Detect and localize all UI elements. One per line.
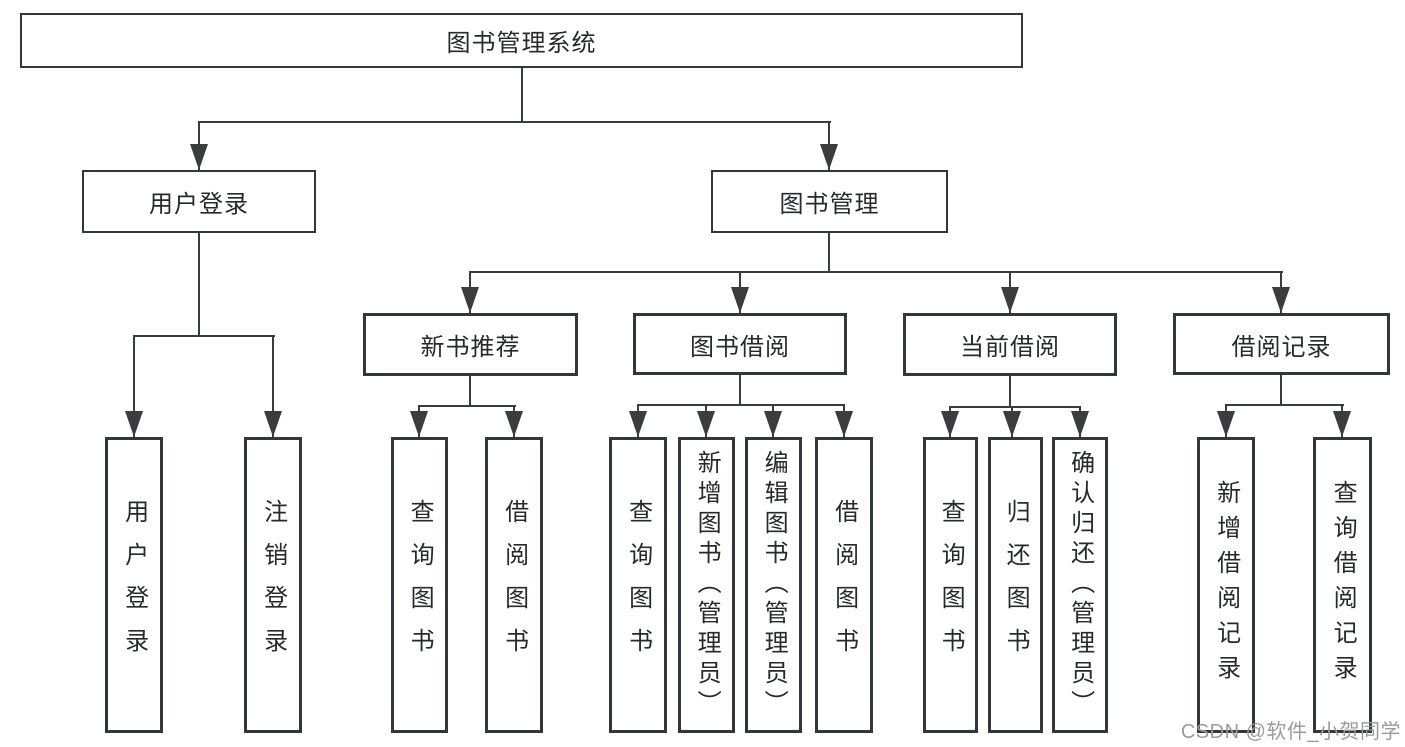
connector-line (1280, 372, 1282, 406)
connector-line (949, 406, 1081, 408)
arrow-down-icon (629, 411, 647, 437)
node-label: 用户登录 (149, 191, 249, 218)
arrow-down-icon (1217, 411, 1235, 437)
arrow-down-icon (1001, 287, 1019, 313)
node-library-management-system: 图书管理系统 (20, 13, 1023, 68)
node-book-management: 图书管理 (711, 170, 948, 233)
node-label: 确认归还（管理员） (1066, 450, 1094, 720)
node-label: 查询借阅记录 (1329, 480, 1357, 690)
node-user-login: 用户登录 (82, 170, 316, 233)
leaf-query-books: 查询图书 (391, 437, 448, 733)
node-label: 查询图书 (624, 499, 652, 671)
connector-line (469, 374, 471, 407)
arrow-down-icon (764, 411, 782, 437)
arrow-down-icon (410, 411, 428, 437)
leaf-user-login: 用户登录 (105, 437, 163, 733)
leaf-add-book-admin: 新增图书（管理员） (678, 437, 735, 733)
arrow-down-icon (941, 411, 959, 437)
node-label: 注销登录 (259, 499, 287, 671)
leaf-add-borrow-record: 新增借阅记录 (1197, 437, 1255, 733)
node-label: 图书管理 (779, 191, 880, 218)
connector-line (198, 231, 200, 337)
node-label: 借阅图书 (500, 499, 528, 671)
node-borrow-records: 借阅记录 (1173, 313, 1390, 375)
connector-line (521, 67, 523, 123)
csdn-watermark: CSDN @软件_小贺同学 (1180, 721, 1401, 743)
node-label: 借阅记录 (1231, 333, 1332, 361)
arrow-down-icon (125, 411, 143, 437)
node-new-book-recommend: 新书推荐 (363, 313, 578, 376)
node-book-borrow: 图书借阅 (633, 313, 847, 375)
connector-line (739, 372, 741, 406)
connector-line (828, 231, 830, 273)
arrow-down-icon (731, 287, 749, 313)
leaf-logout: 注销登录 (244, 437, 302, 733)
node-label: 借阅图书 (830, 499, 858, 671)
leaf-query-books: 查询图书 (923, 437, 978, 733)
node-label: 新增图书（管理员） (693, 450, 721, 720)
node-label: 当前借阅 (960, 334, 1060, 361)
leaf-borrow-books: 借阅图书 (485, 437, 543, 733)
leaf-query-books: 查询图书 (609, 437, 667, 733)
connector-line (133, 335, 275, 337)
arrow-down-icon (264, 411, 282, 437)
arrow-down-icon (1071, 411, 1089, 437)
connector-line (418, 405, 516, 407)
connector-line (637, 404, 845, 406)
connector-line (1225, 404, 1344, 406)
connector-line (1009, 374, 1011, 408)
node-label: 查询图书 (406, 499, 434, 671)
leaf-return-books: 归还图书 (988, 437, 1043, 733)
node-label: 图书借阅 (690, 333, 790, 361)
leaf-borrow-books: 借阅图书 (815, 437, 873, 733)
arrow-down-icon (1333, 411, 1351, 437)
arrow-down-icon (820, 144, 838, 170)
arrow-down-icon (697, 411, 715, 437)
arrow-down-icon (190, 144, 208, 170)
leaf-confirm-return-admin: 确认归还（管理员） (1052, 437, 1108, 733)
node-current-borrow: 当前借阅 (903, 313, 1117, 376)
arrow-down-icon (505, 411, 523, 437)
arrow-down-icon (1272, 287, 1290, 313)
node-label: 新增借阅记录 (1212, 480, 1240, 690)
node-label: 查询图书 (937, 499, 965, 671)
node-label: 用户登录 (120, 499, 148, 671)
arrow-down-icon (835, 411, 853, 437)
connector-line (198, 121, 831, 123)
arrow-down-icon (461, 287, 479, 313)
connector-line (469, 271, 1283, 273)
leaf-edit-book-admin: 编辑图书（管理员） (745, 437, 802, 733)
connector-line (272, 335, 274, 437)
node-label: 图书管理系统 (446, 30, 597, 57)
node-label: 编辑图书（管理员） (760, 450, 788, 720)
node-label: 归还图书 (1002, 499, 1030, 671)
arrow-down-icon (1003, 411, 1021, 437)
node-label: 新书推荐 (420, 334, 521, 361)
leaf-query-borrow-record: 查询借阅记录 (1313, 437, 1372, 733)
connector-line (133, 335, 135, 437)
